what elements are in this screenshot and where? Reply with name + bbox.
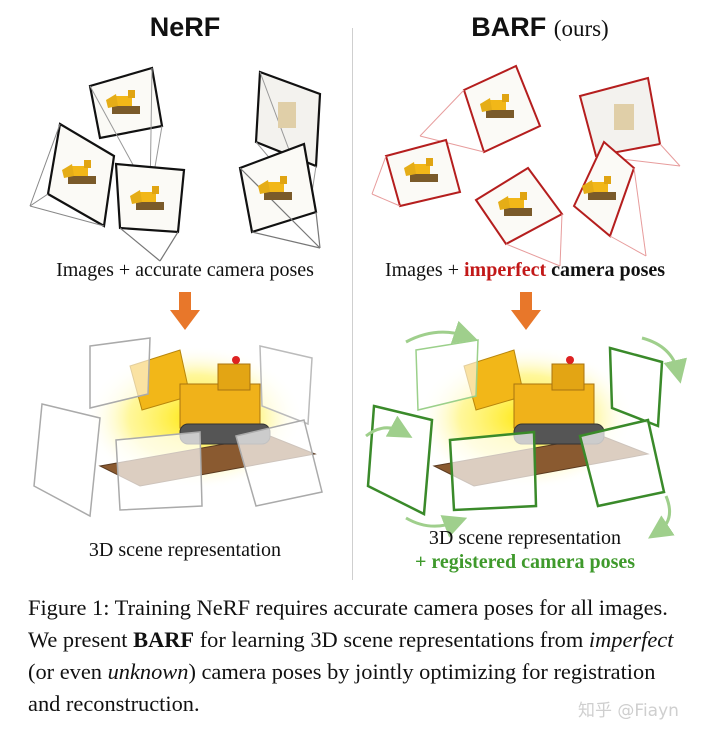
camera-frustum-icon bbox=[371, 138, 462, 208]
camera-frustum-icon bbox=[366, 404, 434, 516]
caption-imperfect-italic: imperfect bbox=[588, 627, 674, 652]
rotation-arrow-icon bbox=[648, 495, 675, 539]
bulldozer-model-icon bbox=[463, 349, 605, 445]
camera-frustum-icon bbox=[238, 142, 321, 249]
down-arrow-icon bbox=[511, 292, 541, 330]
camera-frustum-icon bbox=[33, 403, 101, 518]
barf-scene-label-line1: 3D scene representation bbox=[428, 527, 622, 549]
camera-frustum-icon bbox=[29, 122, 116, 228]
nerf-scene-representation bbox=[33, 337, 323, 518]
caption-label: Figure 1: bbox=[28, 595, 110, 620]
barf-scene-representation bbox=[365, 320, 687, 539]
camera-frustum-icon bbox=[578, 76, 681, 167]
nerf-camera-frustums bbox=[29, 66, 322, 262]
camera-frustum-icon bbox=[115, 431, 203, 511]
camera-frustum-icon bbox=[608, 346, 664, 428]
rotation-arrow-icon bbox=[641, 336, 687, 384]
barf-camera-frustums bbox=[371, 64, 681, 267]
imperfect-highlight: imperfect bbox=[464, 259, 547, 281]
barf-scene-label-line2: + registered camera poses bbox=[414, 551, 636, 573]
camera-frustum-icon bbox=[474, 166, 564, 267]
camera-frustum-icon bbox=[88, 66, 164, 197]
barf-title-suffix: (ours) bbox=[553, 16, 609, 41]
nerf-title: NeRF bbox=[149, 12, 221, 42]
registered-highlight: registered camera poses bbox=[431, 551, 636, 573]
barf-title: BARF (ours) bbox=[471, 12, 609, 42]
rotation-arrow-icon bbox=[365, 415, 413, 438]
nerf-scene-label: 3D scene representation bbox=[88, 539, 282, 561]
camera-frustum-icon bbox=[235, 419, 323, 507]
camera-frustum-icon bbox=[578, 418, 666, 508]
down-arrow-icon bbox=[170, 292, 200, 330]
column-divider bbox=[352, 28, 353, 580]
camera-frustum-icon bbox=[419, 64, 542, 154]
nerf-images-label: Images + accurate camera poses bbox=[56, 259, 314, 281]
figure-caption: Figure 1: Training NeRF requires accurat… bbox=[28, 595, 674, 716]
caption-unknown-italic: unknown bbox=[107, 659, 189, 684]
camera-frustum-icon bbox=[448, 430, 538, 512]
caption-barf-bold: BARF bbox=[133, 627, 195, 652]
camera-frustum-icon bbox=[572, 140, 647, 257]
rotation-arrow-icon bbox=[405, 515, 468, 538]
camera-frustum-icon bbox=[114, 162, 186, 262]
barf-images-label: Images + imperfect camera poses bbox=[384, 259, 666, 281]
watermark: 知乎 @Fiayn bbox=[578, 701, 679, 721]
rotation-arrow-icon bbox=[405, 320, 478, 344]
